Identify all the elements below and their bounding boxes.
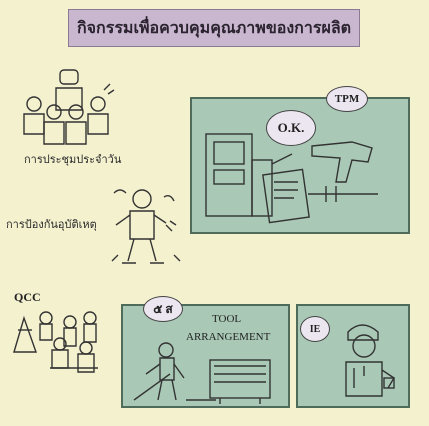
- five-s-panel: [121, 304, 290, 408]
- ie-worker-illustration: [345, 324, 395, 397]
- qcc-illustration: [13, 311, 98, 373]
- ok-speech-bubble: O.K.: [266, 110, 316, 146]
- five-s-badge: ๕ ส: [143, 296, 183, 322]
- accident-prevention-label: การป้องกันอุบัติเหตุ: [6, 218, 97, 231]
- ie-panel: [296, 304, 410, 408]
- tool-caption-line2: ARRANGEMENT: [186, 331, 271, 343]
- ie-badge: IE: [300, 316, 330, 342]
- tpm-badge: TPM: [326, 86, 368, 112]
- tool-arrangement-illustration: [133, 342, 271, 404]
- page-title: กิจกรรมเพื่อควบคุมคุณภาพของการผลิต: [76, 17, 352, 37]
- tpm-machine-illustration: [205, 133, 378, 224]
- meeting-label: การประชุมประจำวัน: [24, 153, 122, 166]
- tool-caption-line1: TOOL: [212, 313, 242, 325]
- title-banner: กิจกรรมเพื่อควบคุมคุณภาพของการผลิต: [68, 9, 360, 47]
- meeting-illustration: [23, 69, 115, 145]
- qcc-label: QCC: [14, 290, 41, 304]
- accident-prevention-illustration: [111, 189, 181, 264]
